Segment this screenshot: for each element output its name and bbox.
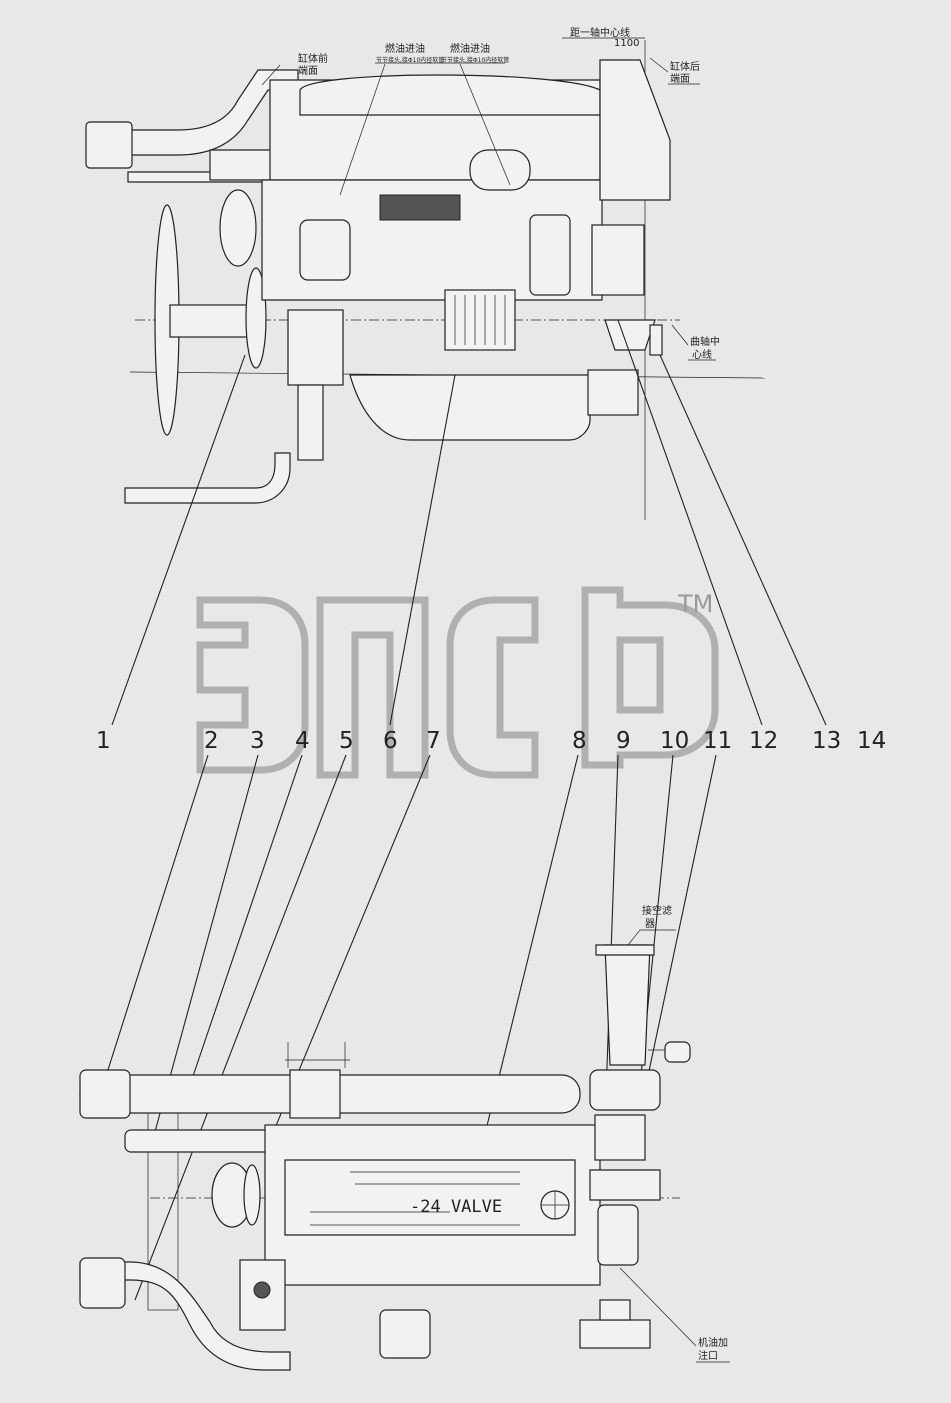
fuel-inlet-note-2-sub: 节节接头,接Φ10内径软管 bbox=[441, 56, 509, 64]
callout-11: 11 bbox=[703, 728, 732, 754]
rear-face-note-line2: 端面 bbox=[670, 72, 690, 85]
callout-9: 9 bbox=[616, 728, 631, 754]
callout-12: 12 bbox=[749, 728, 778, 754]
watermark-logo: TM bbox=[196, 586, 719, 779]
callout-14: 14 bbox=[857, 728, 886, 754]
axle-center-note: 距一轴中心线 bbox=[570, 26, 630, 39]
annotation-notes: 缸体前 端面 燃油进油 节节接头,接Φ10内径软管 燃油进油 节节接头,接Φ10… bbox=[261, 26, 730, 1363]
front-face-note-line2: 端面 bbox=[298, 64, 318, 77]
fuel-inlet-note-1: 燃油进油 bbox=[385, 42, 425, 55]
fuel-inlet-note-1-sub: 节节接头,接Φ10内径软管 bbox=[376, 56, 444, 64]
fuel-inlet-note-2: 燃油进油 bbox=[450, 42, 490, 55]
callout-4: 4 bbox=[295, 728, 310, 754]
trademark-mark: TM bbox=[677, 590, 713, 618]
crankshaft-center-note-line1: 曲轴中 bbox=[690, 335, 720, 348]
callout-10: 10 bbox=[660, 728, 689, 754]
callout-8: 8 bbox=[572, 728, 587, 754]
engine-side-view bbox=[85, 40, 766, 520]
callout-2: 2 bbox=[204, 728, 219, 754]
callout-1: 1 bbox=[96, 728, 111, 754]
oil-fill-note-line1: 机油加 bbox=[698, 1336, 728, 1349]
callout-6: 6 bbox=[383, 728, 398, 754]
air-filter-note-line2: 器 bbox=[645, 918, 655, 930]
oil-fill-note-line2: 注口 bbox=[698, 1349, 718, 1362]
rear-face-note-line1: 缸体后 bbox=[670, 60, 700, 73]
engine-top-view: -24 VALVE bbox=[79, 944, 691, 1371]
callout-7: 7 bbox=[426, 728, 441, 754]
axle-distance-note: 1100 bbox=[614, 38, 639, 49]
crankshaft-center-note-line2: 心线 bbox=[692, 348, 712, 361]
callout-13: 13 bbox=[812, 728, 841, 754]
callout-numbers: 1 2 3 4 5 6 7 8 9 10 11 12 13 14 bbox=[96, 728, 886, 754]
callout-5: 5 bbox=[339, 728, 354, 754]
front-face-note-line1: 缸体前 bbox=[298, 52, 328, 65]
callout-3: 3 bbox=[250, 728, 265, 754]
air-filter-note-line1: 接空滤 bbox=[642, 904, 672, 917]
valve-cover-label: -24 VALVE bbox=[410, 1197, 502, 1217]
